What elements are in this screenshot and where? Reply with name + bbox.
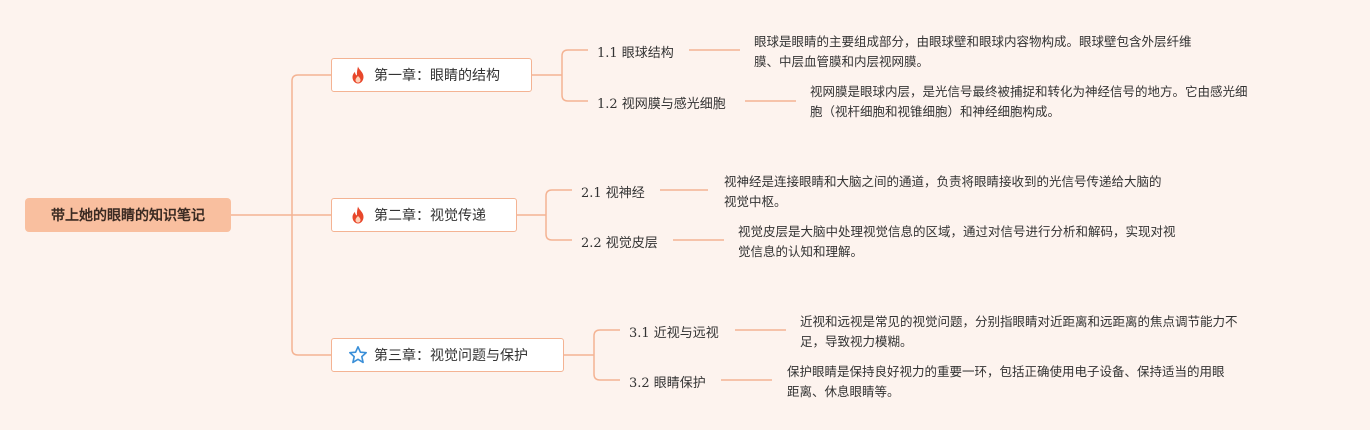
section-3-2[interactable]: 3.2 眼睛保护 — [629, 376, 706, 391]
chapter-node-2[interactable]: 第二章：视觉传递 — [331, 198, 517, 232]
section-2-2[interactable]: 2.2 视觉皮层 — [581, 236, 658, 251]
star-outline-icon — [348, 345, 368, 365]
section-1-2-desc: 视网膜是眼球内层，是光信号最终被捕捉和转化为神经信号的地方。它由感光细 胞（视杆… — [810, 84, 1248, 119]
section-1-2[interactable]: 1.2 视网膜与感光细胞 — [597, 97, 726, 112]
section-2-1[interactable]: 2.1 视神经 — [581, 186, 645, 201]
chapter-3-bracket — [593, 329, 601, 381]
chapter-title: 第二章：视觉传递 — [374, 208, 486, 224]
section-3-1-desc: 近视和远视是常见的视觉问题，分别指眼睛对近距离和远距离的焦点调节能力不 足，导致… — [800, 314, 1238, 349]
section-2-1-desc: 视神经是连接眼睛和大脑之间的通道，负责将眼睛接收到的光信号传递给大脑的 视觉中枢… — [724, 174, 1162, 209]
fire-icon — [348, 65, 368, 85]
chapter-node-3[interactable]: 第三章：视觉问题与保护 — [331, 338, 564, 372]
chapter-node-1[interactable]: 第一章：眼睛的结构 — [331, 58, 532, 92]
chapter-title: 第一章：眼睛的结构 — [374, 68, 500, 84]
section-2-2-desc: 视觉皮层是大脑中处理视觉信息的区域，通过对信号进行分析和解码，实现对视 觉信息的… — [738, 224, 1176, 259]
section-1-1[interactable]: 1.1 眼球结构 — [597, 46, 674, 61]
section-3-2-desc: 保护眼睛是保持良好视力的重要一环，包括正确使用电子设备、保持适当的用眼 距离、休… — [787, 364, 1225, 399]
root-title: 带上她的眼睛的知识笔记 — [51, 208, 205, 224]
section-1-1-desc: 眼球是眼睛的主要组成部分，由眼球壁和眼球内容物构成。眼球壁包含外层纤维 膜、中层… — [754, 34, 1192, 69]
chapter-title: 第三章：视觉问题与保护 — [374, 348, 528, 364]
section-3-1[interactable]: 3.1 近视与远视 — [629, 326, 719, 341]
fire-icon — [348, 205, 368, 225]
chapter-1-bracket — [561, 49, 569, 102]
root-node[interactable]: 带上她的眼睛的知识笔记 — [25, 198, 231, 232]
chapter-2-bracket — [545, 189, 553, 241]
